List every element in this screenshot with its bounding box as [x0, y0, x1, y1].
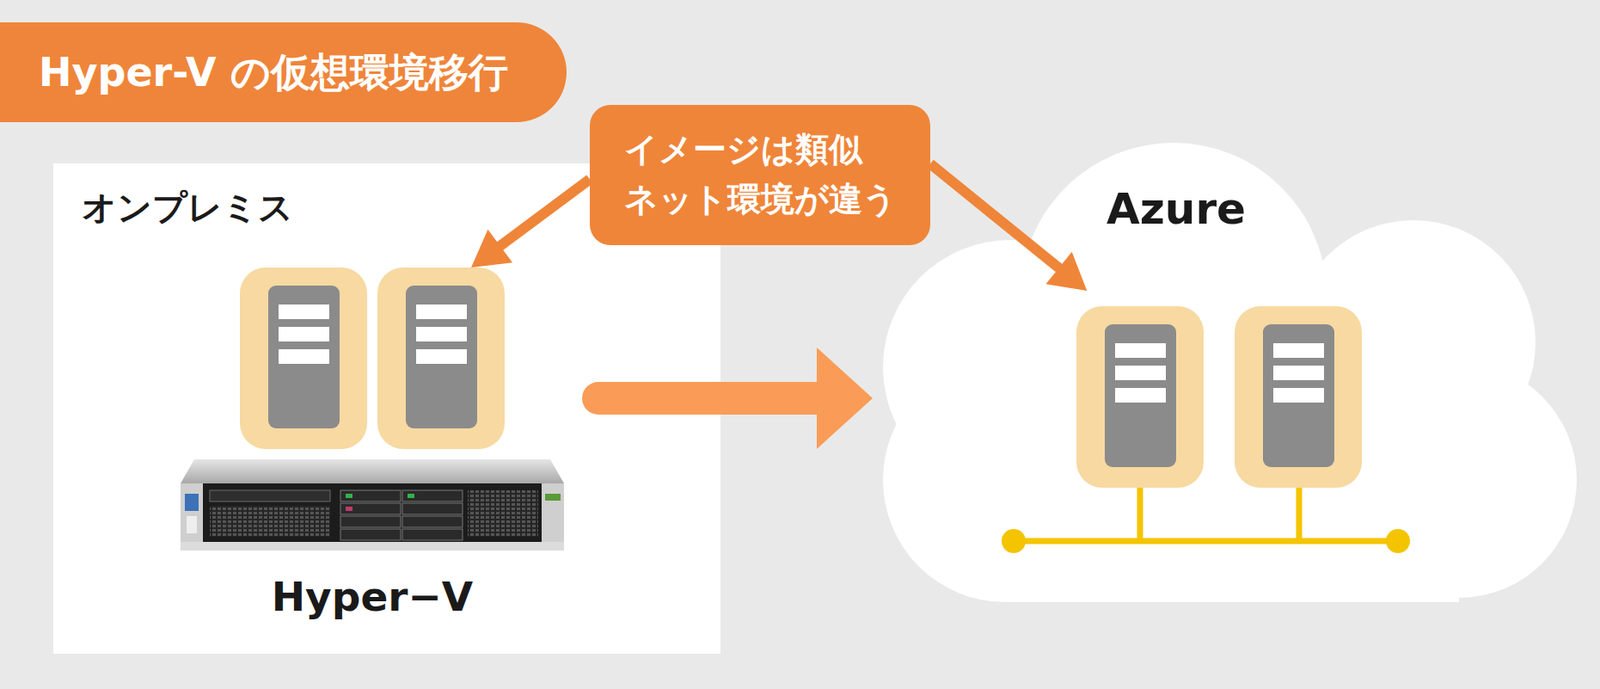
- vm-icon: [1234, 306, 1362, 488]
- drive-led: [345, 506, 353, 511]
- vm-icon: [377, 267, 505, 449]
- callout-arrow: [930, 163, 1087, 290]
- arrow-shaft: [930, 163, 1060, 269]
- cloud-shape: Azure: [882, 142, 1577, 602]
- arrow-head: [471, 229, 513, 268]
- server-ear: [541, 483, 564, 542]
- drive-bay: [402, 490, 463, 502]
- drive-bay: [340, 490, 401, 502]
- migration-arrow: [598, 347, 873, 449]
- server-led: [545, 493, 561, 501]
- vm-icon: [1076, 306, 1204, 488]
- drive-bay: [340, 502, 401, 515]
- network-terminator: [1385, 528, 1410, 553]
- network-bus: [1013, 538, 1398, 545]
- arrow-head: [816, 347, 873, 449]
- server-front: [180, 483, 564, 542]
- network-drop: [1137, 487, 1144, 541]
- server-lid: [180, 459, 564, 484]
- hypervisor-host: Hyper−V: [180, 267, 564, 623]
- title-badge: Hyper-V の仮想環境移行: [0, 22, 567, 123]
- drive-bay: [402, 528, 463, 540]
- drive-bay: [402, 502, 463, 515]
- drive-bay: [340, 528, 401, 540]
- drive-bay: [340, 515, 401, 528]
- callout-arrow: [471, 178, 590, 268]
- server-ear: [180, 483, 203, 542]
- node-label: Hyper−V: [180, 572, 564, 621]
- network-drop: [1296, 487, 1303, 541]
- node-label: Azure: [1047, 183, 1306, 235]
- drive-bay: [402, 515, 463, 528]
- title-text: Hyper-V の仮想環境移行: [38, 22, 509, 123]
- cloud-body: [1005, 314, 1460, 602]
- optical-drive: [209, 490, 331, 502]
- callout-box: イメージは類似 ネット環境が違う: [589, 104, 931, 246]
- arrow-shaft: [499, 178, 590, 246]
- server-tag: [186, 515, 197, 534]
- arrow-head: [1046, 251, 1088, 291]
- vm-icon: [239, 267, 368, 449]
- arrow-shaft: [598, 381, 818, 415]
- drive-led: [407, 493, 415, 498]
- rack-server: [180, 459, 564, 551]
- server-base: [180, 541, 564, 551]
- network-terminator: [1001, 528, 1026, 553]
- node-label: イメージは類似 ネット環境が違う: [624, 124, 917, 225]
- server-grill: [209, 505, 331, 537]
- server-badge: [184, 493, 199, 511]
- node-label: オンプレミス: [81, 185, 443, 229]
- server-grill: [467, 490, 539, 537]
- drive-led: [345, 493, 353, 498]
